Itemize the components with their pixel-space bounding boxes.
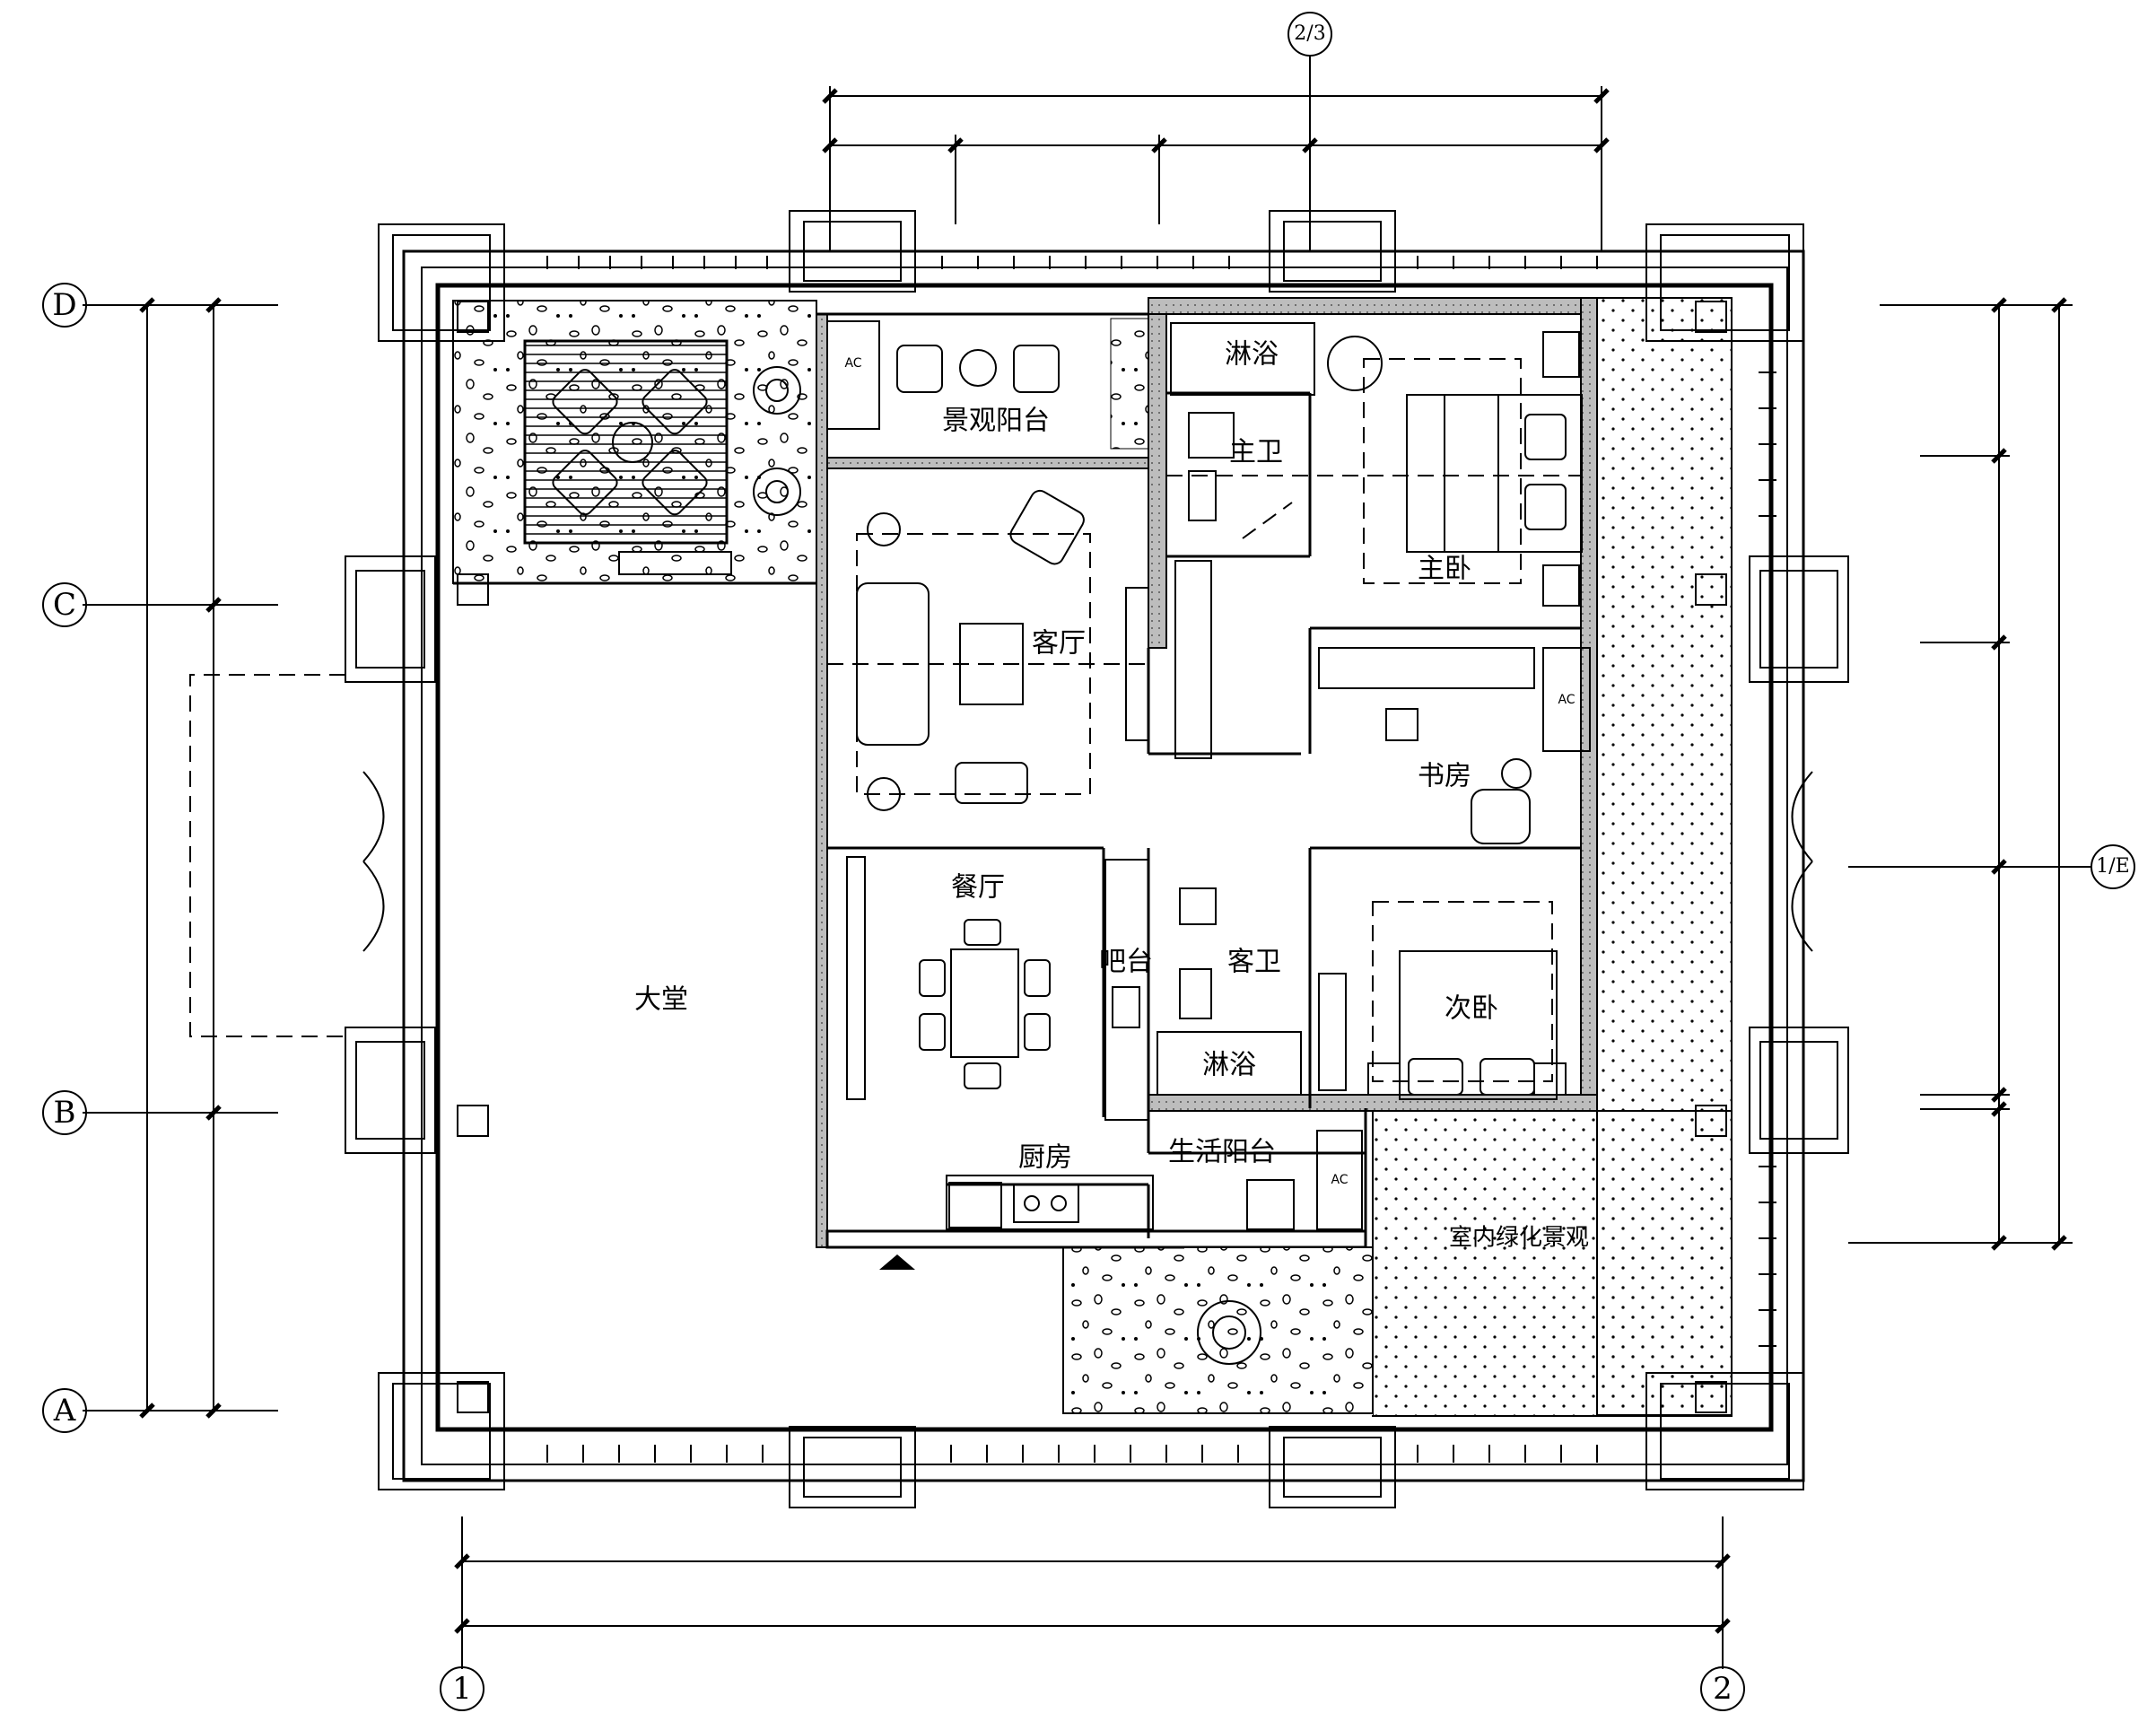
grid-bubble-B: B [42,1090,87,1135]
grid-bubble-1: 1 [440,1666,484,1711]
study: AC 书房 [1318,647,1591,844]
master-bedroom: 主卧 [1166,331,1583,607]
grid-bubble-2: 2 [1700,1666,1745,1711]
grid-bubble-C: C [42,582,87,627]
grid-bubble-D: D [42,283,87,328]
svg-text:B: B [54,1095,76,1131]
svg-text:生活阳台: 生活阳台 [1168,1137,1276,1168]
patio-chair-icon [552,369,708,516]
tree-icon [1197,1300,1261,1365]
left-dimension-lines [83,297,278,1419]
right-dimension-lines [1848,297,2091,1251]
svg-text:2: 2 [1713,1671,1733,1707]
bed-icon [1367,950,1567,1100]
svg-text:客卫: 客卫 [1227,947,1281,978]
svg-text:D: D [52,287,76,323]
svg-text:AC: AC [1558,693,1575,707]
svg-text:淋浴: 淋浴 [1225,339,1279,371]
dining-room: 餐厅 [846,856,1051,1100]
indoor-green-label: 室内绿化景观 [1449,1225,1589,1252]
svg-text:主卧: 主卧 [1418,554,1471,585]
tree-icon [753,366,801,516]
svg-text:AC: AC [1331,1173,1348,1187]
svg-text:景观阳台: 景观阳台 [942,406,1050,437]
living-room: 客厅 [827,489,1149,811]
bottom-dimension-lines [454,1516,1731,1669]
svg-text:客厅: 客厅 [1032,628,1086,660]
svg-text:主卫: 主卫 [1229,437,1283,468]
bar: 吧台 [1099,859,1153,1121]
svg-text:AC: AC [844,356,861,371]
svg-text:书房: 书房 [1418,761,1471,792]
apartment-walls [816,297,1598,1249]
master-bath: 淋浴 主卫 [1170,322,1315,759]
svg-text:吧台: 吧台 [1099,947,1153,978]
svg-text:餐厅: 餐厅 [951,872,1005,904]
garden-bottom [1062,1246,1374,1414]
dining-table-icon [919,919,1051,1089]
kitchen: 厨房 [879,1142,1154,1270]
svg-text:C: C [53,587,76,623]
grid-bubble-A: A [42,1388,87,1433]
svg-text:1: 1 [452,1671,472,1707]
grid-bubble-top: 2/3 [1287,12,1332,57]
garden-top-left [452,300,817,584]
guest-bath: 客卫 淋浴 [1157,887,1302,1096]
grid-bubble-right: 1/E [2091,844,2135,889]
svg-text:淋浴: 淋浴 [1202,1050,1256,1081]
second-bedroom: 次卧 [1318,901,1567,1100]
bed-icon [1406,331,1583,607]
view-balcony: AC 景观阳台 [826,318,1149,450]
lobby-label: 大堂 [634,984,688,1016]
svg-text:2/3: 2/3 [1294,22,1325,45]
service-balcony: AC 生活阳台 [1168,1130,1363,1230]
svg-text:1/E: 1/E [2096,855,2129,878]
svg-text:A: A [53,1393,76,1429]
building-outline [189,210,1849,1508]
svg-text:次卧: 次卧 [1445,993,1498,1025]
armchair-icon [896,345,1060,393]
top-dimension-lines [822,56,1610,251]
svg-text:厨房: 厨房 [1018,1142,1072,1174]
entrance-arrow-icon [879,1254,915,1270]
